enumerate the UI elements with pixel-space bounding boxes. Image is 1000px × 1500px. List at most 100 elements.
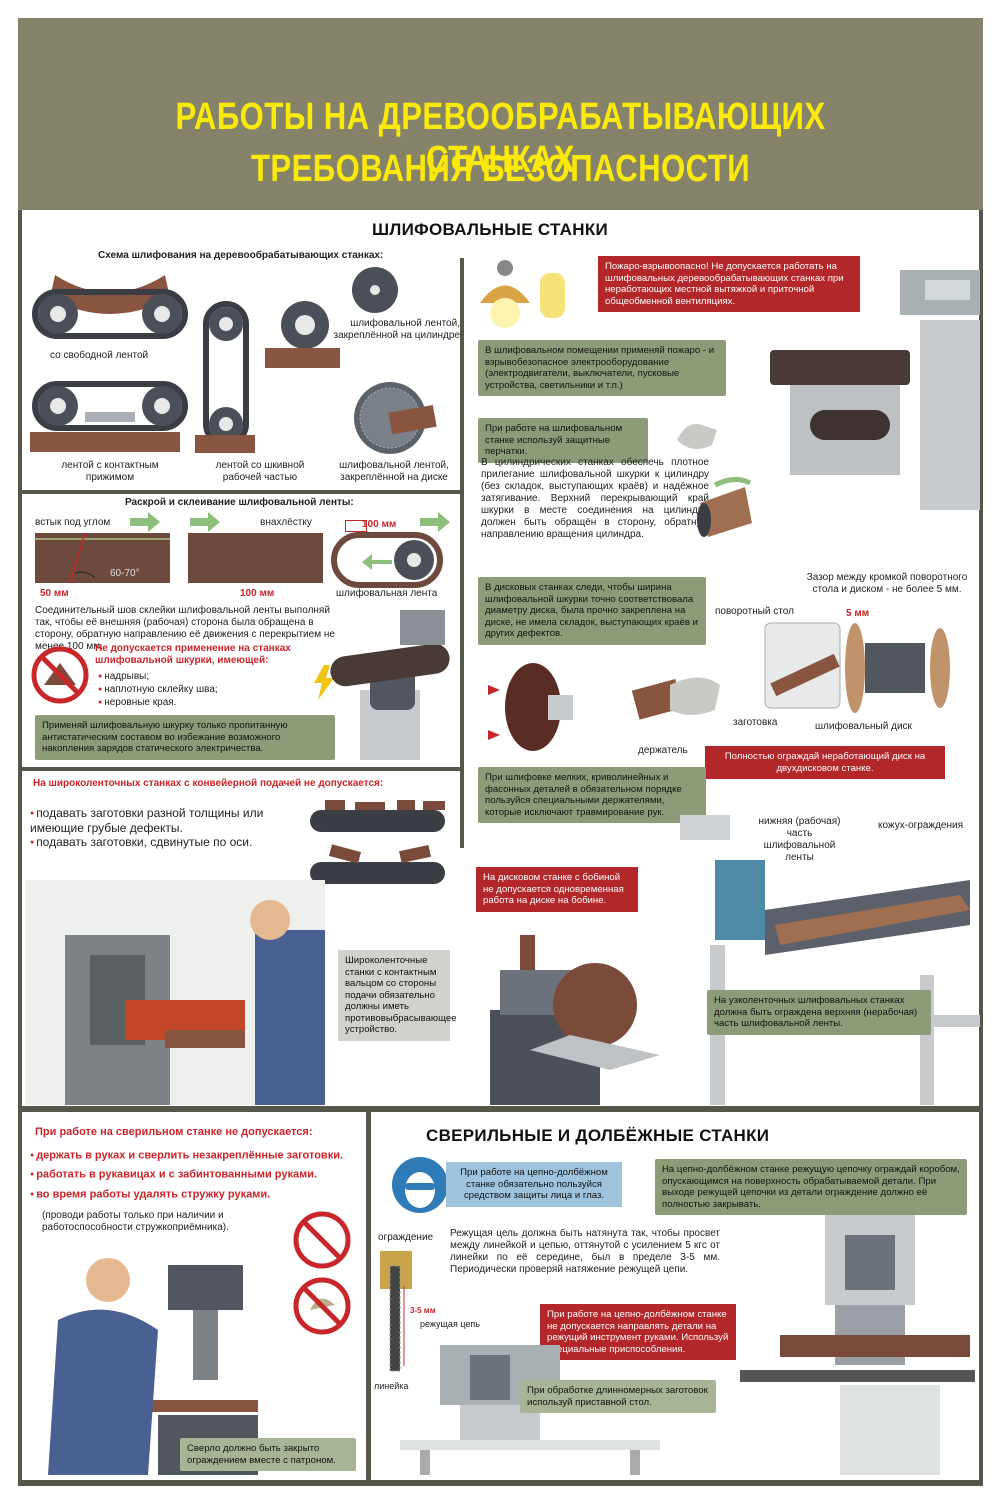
drill-prohibition-item: работать в рукавицах и с забинтованными … <box>30 1165 365 1184</box>
frame-divider-1 <box>18 490 460 494</box>
drilling-section-title: СВЕРИЛЬНЫЕ И ДОЛБЁЖНЫЕ СТАНКИ <box>426 1126 770 1145</box>
fire-warning-box: Пожаро-взрывоопасно! Не допускается рабо… <box>598 256 860 312</box>
label-pulley-belt: лентой со шкивной рабочей частью <box>215 460 305 483</box>
drill-guard-box: Сверло должно быть закрыто ограждением в… <box>180 1438 356 1471</box>
frame-bottom <box>18 1480 983 1486</box>
frame-divider-2 <box>18 767 460 771</box>
dual-disk-illustration <box>764 622 950 713</box>
join-butt-label: встык под углом <box>35 517 111 528</box>
drill-not-allowed-list: держать в руках и сверлить незакреплённы… <box>30 1146 365 1204</box>
dual-disk-box: Полностью ограждай неработающий диск на … <box>705 746 945 779</box>
not-allowed-title: Не допускается применение на станках шли… <box>95 643 291 666</box>
disk-label: шлифовальный диск <box>815 721 912 732</box>
chain-guard-box: На цепно-долбёжном станке режущую цепочк… <box>655 1159 967 1215</box>
disc-diagram <box>354 382 437 454</box>
chain-label-guard: ограждение <box>378 1232 434 1243</box>
arrow-right-icon <box>420 512 450 532</box>
frame-right <box>979 210 983 1110</box>
arrow-right-icon <box>190 512 220 532</box>
antistatic-box: Применяй шлифовальную шкурку только проп… <box>35 715 335 760</box>
poster-header: РАБОТЫ НА ДРЕВООБРАБАТЫВАЮЩИХ СТАНКАХ ТР… <box>18 18 983 210</box>
holder-with-hand-icon <box>631 677 720 720</box>
wide-belt-item: подавать заготовки, сдвинутые по оси. <box>30 835 300 850</box>
prohibition-icon <box>31 646 89 704</box>
belt-sander-machine-illustration <box>770 270 980 510</box>
equipment-box: В шлифовальном помещении применяй пожаро… <box>478 340 726 396</box>
small-disc-icon <box>352 267 398 313</box>
belt-label: шлифовальная лента <box>336 588 438 599</box>
mortiser-front-illustration <box>400 1345 660 1475</box>
lower-belt-label: нижняя (рабочая) часть шлифовальной лент… <box>758 816 841 863</box>
join-overlap-label: внахлёстку <box>260 517 312 528</box>
disk-bobbin-machine-illustration <box>490 935 660 1105</box>
dim-angle: 60-70° <box>110 568 140 579</box>
small-parts-box: При шлифовке мелких, криволинейных и фас… <box>478 767 706 823</box>
defect-item: наплотную склейку шва; <box>98 683 217 696</box>
drill-note: (проводи работы только при наличии и раб… <box>42 1210 229 1233</box>
wide-belt-box: Широколенточные станки с контактным валь… <box>338 950 457 1041</box>
glove-icon <box>677 424 717 449</box>
disk-box: В дисковых станках следи, чтобы ширина ш… <box>478 577 706 645</box>
label-free-belt: со свободной лентой <box>50 350 149 361</box>
frame-bottom-vsplit <box>366 1112 371 1482</box>
chain-label-ruler: линейка <box>374 1381 409 1391</box>
seam-text: Соединительный шов склейки шлифовальной … <box>35 605 335 652</box>
bobbin-box: На дисковом станке с бобиной не допускае… <box>476 867 638 912</box>
wide-belt-title: На широколенточных станках с конвейерной… <box>33 778 384 789</box>
wide-belt-list: подавать заготовки разной толщины или им… <box>30 806 300 850</box>
narrow-belt-machine-illustration <box>680 815 980 1105</box>
explosion-proof-lamps-icon <box>480 260 565 328</box>
butt-join-lines <box>35 532 170 584</box>
contact-press-diagram <box>30 381 188 452</box>
lightning-icon <box>314 665 334 700</box>
gloves-box: При работе на шлифовальном станке исполь… <box>478 418 648 463</box>
label-contact-press: лентой с контактным прижимом <box>61 460 159 483</box>
guard-label: кожух-ограждения <box>878 820 964 831</box>
scheme-title: Схема шлифования на деревообрабатывающих… <box>98 250 384 261</box>
chain-diagram <box>380 1251 412 1372</box>
poster-title-line1: РАБОТЫ НА ДРЕВООБРАБАТЫВАЮЩИХ СТАНКАХ <box>175 96 826 181</box>
cylinder-text: В цилиндрических станках обеспечь плотно… <box>481 457 709 540</box>
workpiece-label: заготовка <box>733 717 778 728</box>
frame-middle-divider <box>18 1106 983 1112</box>
hands-warning-box: При работе на цепно-долбёжном станке не … <box>540 1304 736 1360</box>
face-protection-box: При работе на цепно-долбёжном станке обя… <box>446 1162 622 1207</box>
cylinder-diagram <box>265 301 340 368</box>
frame-left <box>18 210 22 1110</box>
drill-not-allowed-title: При работе на сверильном станке не допус… <box>35 1126 313 1138</box>
gap-text: Зазор между кромкой поворотного стола и … <box>806 572 968 595</box>
frame-center-vline <box>460 258 464 848</box>
belt-loop-diagram <box>331 532 443 588</box>
arrow-right-icon <box>130 512 160 532</box>
chain-label-cutting: режущая цепь <box>420 1319 480 1329</box>
chain-tension-text: Режущая цель должна быть натянута так, ч… <box>450 1228 720 1275</box>
chain-label-gap: 3-5 мм <box>410 1306 436 1315</box>
holder-label: держатель <box>638 745 688 756</box>
chain-mortiser-illustration <box>740 1215 975 1475</box>
grinding-section-title: ШЛИФОВАЛЬНЫЕ СТАНКИ <box>372 220 609 239</box>
dim-50mm: 50 мм <box>40 588 69 599</box>
butt-join-strip <box>35 533 170 583</box>
drill-prohibition-item: во время работы удалять стружку руками. <box>30 1185 365 1204</box>
conveyor-illustration <box>310 800 445 884</box>
long-workpiece-box: При обработке длинномерных заготовок исп… <box>520 1380 716 1413</box>
pulley-belt-diagram <box>195 301 255 453</box>
frame-right-bottom <box>979 1112 983 1482</box>
defects-list: надрывы; наплотную склейку шва; неровные… <box>98 670 218 709</box>
defect-item: неровные края. <box>98 696 218 709</box>
disk-grinder-icon <box>488 663 573 751</box>
face-shield-icon <box>392 1157 448 1213</box>
gap-dim: 5 мм <box>846 608 870 619</box>
narrow-belt-box: На узколенточных шлифовальных станках до… <box>707 990 931 1035</box>
no-gloves-icons <box>293 1211 351 1335</box>
drill-prohibition-item: держать в руках и сверлить незакреплённы… <box>30 1146 365 1165</box>
cylinder-icon <box>697 477 752 537</box>
wide-belt-item: подавать заготовки разной толщины или им… <box>30 806 300 835</box>
dim-box <box>345 520 367 532</box>
free-belt-diagram <box>32 275 188 339</box>
label-cylinder: шлифовальной лентой, закреплённой на цил… <box>333 318 460 341</box>
dim-100mm-a: 100 мм <box>240 588 275 599</box>
poster-title-line2: ТРЕБОВАНИЯ БЕЗОПАСНОСТИ <box>250 148 751 190</box>
defect-item: надрывы; <box>98 670 218 683</box>
